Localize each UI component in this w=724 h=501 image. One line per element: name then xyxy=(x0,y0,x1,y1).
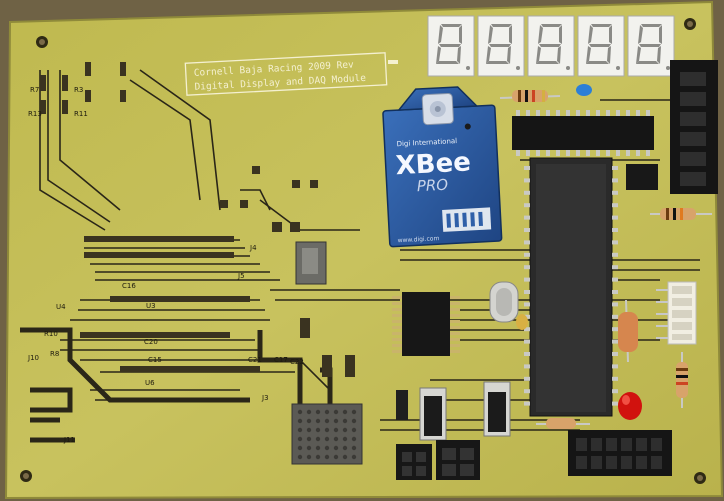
power-connector-1 xyxy=(396,444,432,480)
refdes-u4: U4 xyxy=(56,303,66,311)
seven-segment-display xyxy=(427,15,675,77)
refdes-j11: J11 xyxy=(63,436,75,444)
power-traces xyxy=(20,327,333,443)
seven-segment-digit xyxy=(527,15,575,77)
refdes-r10: R10 xyxy=(44,330,58,338)
smd-pads xyxy=(40,62,355,377)
resistor-vertical xyxy=(618,299,638,363)
refdes-r13: R13 xyxy=(28,110,42,118)
refdes-u3: U3 xyxy=(146,302,156,310)
refdes-j5: J5 xyxy=(237,272,245,280)
regulator-pad xyxy=(295,241,327,285)
voltage-regulator-1 xyxy=(419,387,447,441)
refdes-r7: R7 xyxy=(30,86,39,94)
small-ic xyxy=(626,164,658,190)
resistor-bottom xyxy=(536,418,590,429)
refdes-c22: C22 xyxy=(290,358,304,366)
xbee-brand: Digi International xyxy=(396,137,457,148)
refdes-j4: J4 xyxy=(249,244,257,252)
capacitor-small xyxy=(396,390,408,420)
molex-connector-bottom xyxy=(568,430,672,476)
refdes-u6: U6 xyxy=(145,379,155,387)
xbee-variant: PRO xyxy=(416,176,448,196)
white-header xyxy=(656,281,697,345)
soic-ic xyxy=(392,292,460,356)
refdes-c21: C21 xyxy=(248,356,262,364)
resistor-right xyxy=(650,208,712,220)
refdes-r8: R8 xyxy=(50,350,59,358)
refdes-c17: C17 xyxy=(274,356,288,364)
resistor-top xyxy=(499,90,561,102)
refdes-r11: R11 xyxy=(74,110,88,118)
resistor-vertical-2 xyxy=(676,352,688,408)
crystal-oscillator xyxy=(489,281,519,323)
capacitor-yellow xyxy=(516,314,528,330)
refdes-c20: C20 xyxy=(144,338,158,346)
ground-pad xyxy=(291,403,363,465)
xbee-module: Digi International XBee PRO www.digi.com xyxy=(382,86,503,248)
voltage-regulator-2 xyxy=(483,381,511,437)
red-led xyxy=(618,392,642,420)
dip28-ic xyxy=(512,110,654,156)
seven-segment-digit xyxy=(427,15,475,77)
refdes-labels: R7 R13 R3 R11 R10 R8 J10 J11 C16 C20 C15… xyxy=(27,86,304,444)
power-connector-2 xyxy=(436,440,480,480)
mounting-holes xyxy=(20,18,706,484)
refdes-c16: C16 xyxy=(122,282,136,290)
seven-segment-digit xyxy=(577,15,625,77)
microcontroller-dip40 xyxy=(524,157,618,417)
xbee-model: XBee xyxy=(395,147,472,181)
seven-segment-digit xyxy=(477,15,525,77)
capacitor-blue xyxy=(576,84,592,96)
refdes-r3: R3 xyxy=(74,86,83,94)
refdes-j10: J10 xyxy=(27,354,39,362)
header-connector-right xyxy=(670,60,718,194)
xbee-url: www.digi.com xyxy=(397,235,439,244)
seven-segment-digit xyxy=(627,15,675,77)
refdes-j3: J3 xyxy=(261,394,269,402)
refdes-c15: C15 xyxy=(148,356,162,364)
